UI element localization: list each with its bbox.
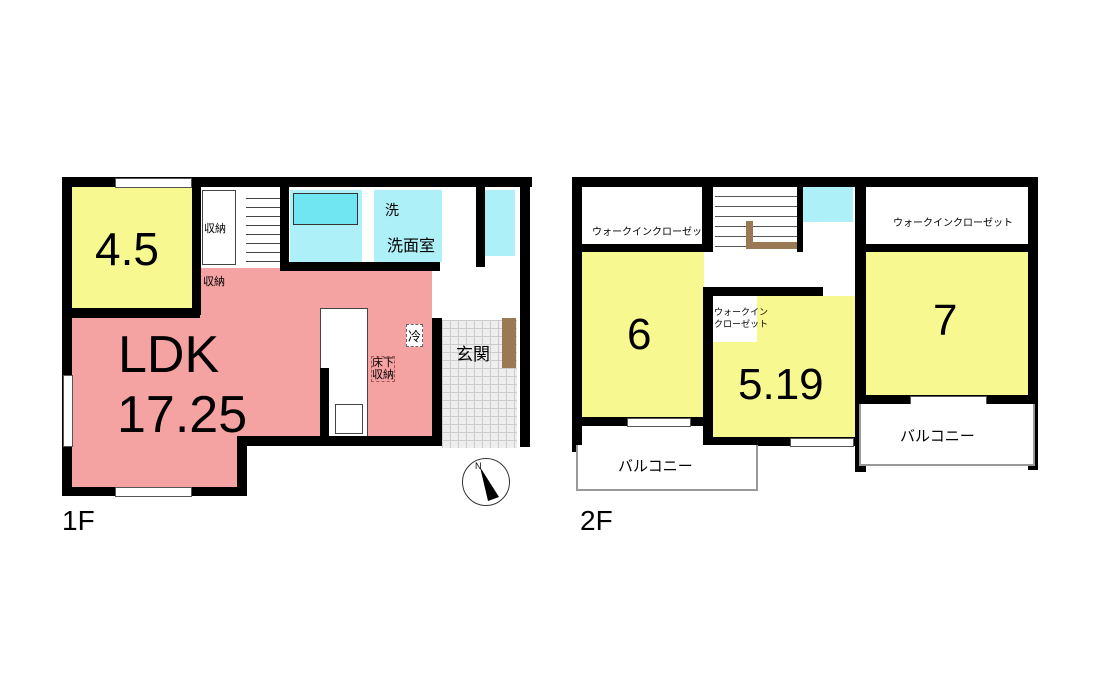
- wic-left-label: ウォークインクローゼット: [592, 227, 712, 238]
- western-room-4-5: [72, 187, 194, 308]
- ldk-room-right: [200, 268, 432, 438]
- wic-center-label: ウォークイン クローゼット: [714, 307, 769, 329]
- floor-plan-2f: ウォークインクローゼット ウォークインクローゼット ウォークイン クローゼット …: [572, 177, 1038, 536]
- stairs: [715, 187, 797, 249]
- washroom: [374, 190, 442, 262]
- ldk-label: LDK: [118, 326, 220, 384]
- room-7: [866, 252, 1028, 395]
- storage-label: 収納: [204, 223, 226, 235]
- room-size-7: 7: [933, 296, 958, 345]
- wic-5-19: [713, 296, 757, 342]
- floor-label-2f: 2F: [580, 505, 613, 536]
- window: [63, 375, 73, 447]
- toilet-room-2f: [801, 187, 853, 222]
- toilet-room: [485, 190, 515, 256]
- storage-closet: [202, 190, 236, 265]
- stairs: [246, 190, 282, 268]
- compass-north-label: N: [475, 461, 482, 471]
- balcony-left: [576, 445, 758, 491]
- window: [790, 438, 854, 447]
- balcony-right-label: バルコニー: [900, 428, 975, 445]
- room-6: [582, 250, 704, 420]
- washer-label: 洗: [385, 202, 399, 218]
- bathtub: [293, 193, 358, 225]
- floor-label-1f: 1F: [62, 505, 95, 536]
- wic-right-label: ウォークインクローゼット: [893, 218, 1013, 229]
- window: [115, 487, 192, 497]
- entrance-label: 玄関: [456, 345, 490, 364]
- window: [115, 178, 192, 188]
- floor-plan-1f: 4.5 収納 収納 LDK 17.25 洗 洗面室 冷 床下 収納 玄関 N 1…: [0, 0, 550, 560]
- window: [627, 418, 691, 427]
- storage-label: 収納: [203, 276, 225, 288]
- washroom-label: 洗面室: [387, 238, 436, 255]
- landing: [746, 221, 798, 249]
- balcony-left-label: バルコニー: [618, 458, 693, 475]
- compass-icon: N: [462, 458, 510, 506]
- ldk-size: 17.25: [117, 386, 248, 444]
- balcony-right: [859, 404, 1035, 466]
- fridge-label: 冷: [406, 324, 424, 347]
- room-size-6: 6: [627, 310, 652, 359]
- underfloor-storage-label: 床下 収納: [371, 356, 395, 382]
- stove-icon: [335, 404, 363, 434]
- room-size-5-19: 5.19: [738, 360, 824, 409]
- shoe-cabinet: [502, 318, 516, 368]
- room-size-4-5: 4.5: [95, 223, 159, 275]
